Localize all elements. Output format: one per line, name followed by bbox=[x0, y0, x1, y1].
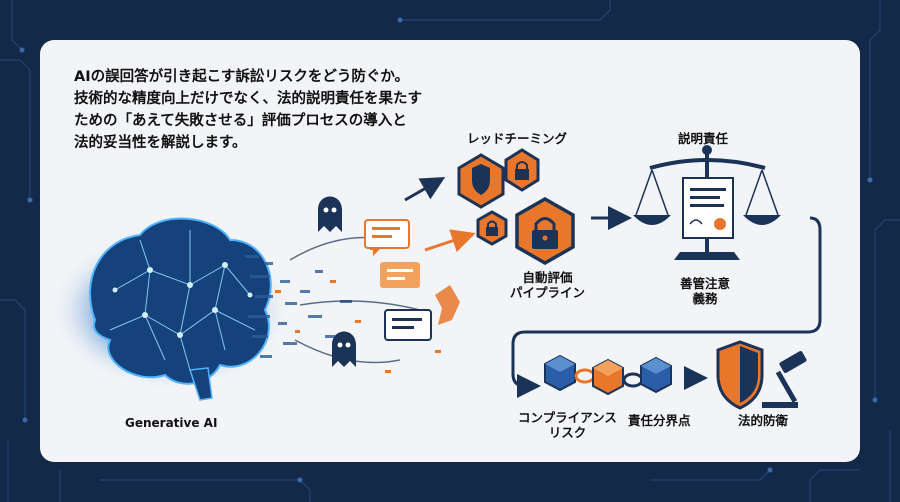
certificate-icon bbox=[682, 177, 734, 239]
lock-icon bbox=[515, 161, 529, 180]
label-duty-of-care-line2: 義務 bbox=[692, 291, 718, 306]
label-auto-eval: 自動評価 パイプライン bbox=[510, 270, 585, 300]
arrow-icon bbox=[424, 229, 476, 253]
gavel-icon bbox=[762, 351, 807, 408]
label-compliance-risk: コンプライアンス リスク bbox=[518, 410, 617, 440]
label-auto-eval-line1: 自動評価 bbox=[522, 270, 573, 285]
intro-text: AIの誤回答が引き起こす訴訟リスクをどう防ぐか。 技術的な精度向上だけでなく、法… bbox=[74, 66, 454, 154]
intro-line-2: 技術的な精度向上だけでなく、法的説明責任を果たす bbox=[74, 91, 422, 107]
lock-hexagon bbox=[504, 148, 540, 192]
chat-bubble-icon bbox=[384, 309, 432, 341]
label-auto-eval-line2: パイプライン bbox=[510, 285, 586, 300]
intro-line-3: ための「あえて失敗させる」評価プロセスの導入と bbox=[74, 113, 407, 129]
label-generative-ai: Generative AI bbox=[125, 416, 218, 430]
label-red-teaming: レッドチーミング bbox=[467, 131, 568, 146]
chain-icon bbox=[544, 354, 672, 396]
label-responsibility-boundary: 責任分界点 bbox=[628, 413, 691, 428]
flow-connector bbox=[511, 216, 822, 398]
broken-shape bbox=[435, 285, 460, 325]
label-duty-of-care: 善管注意 義務 bbox=[680, 276, 730, 306]
chat-bubble-icon bbox=[380, 262, 420, 288]
intro-line-1: AIの誤回答が引き起こす訴訟リスクをどう防ぐか。 bbox=[74, 69, 410, 85]
label-legal-defense: 法的防衛 bbox=[738, 413, 789, 428]
label-duty-of-care-line1: 善管注意 bbox=[680, 276, 731, 291]
arrow-icon bbox=[404, 177, 446, 202]
lock-hexagon-large bbox=[515, 196, 575, 266]
label-compliance-line2: リスク bbox=[548, 425, 587, 440]
brain-icon bbox=[50, 217, 290, 401]
chat-bubble-icon bbox=[364, 219, 410, 256]
lock-icon bbox=[532, 217, 558, 249]
label-compliance-line1: コンプライアンス bbox=[518, 410, 617, 425]
lock-icon bbox=[486, 220, 498, 236]
shield-icon bbox=[716, 340, 764, 410]
ghost-icon bbox=[332, 331, 356, 367]
content-card: AIの誤回答が引き起こす訴訟リスクをどう防ぐか。 技術的な精度向上だけでなく、法… bbox=[40, 40, 860, 462]
shield-hexagon bbox=[457, 153, 505, 209]
label-accountability: 説明責任 bbox=[678, 131, 729, 146]
shield-icon bbox=[472, 164, 490, 195]
ghost-icon bbox=[318, 196, 342, 232]
lock-hexagon bbox=[476, 210, 508, 246]
flow-diagram bbox=[50, 145, 822, 410]
intro-line-4: 法的妥当性を解説します。 bbox=[74, 135, 247, 151]
